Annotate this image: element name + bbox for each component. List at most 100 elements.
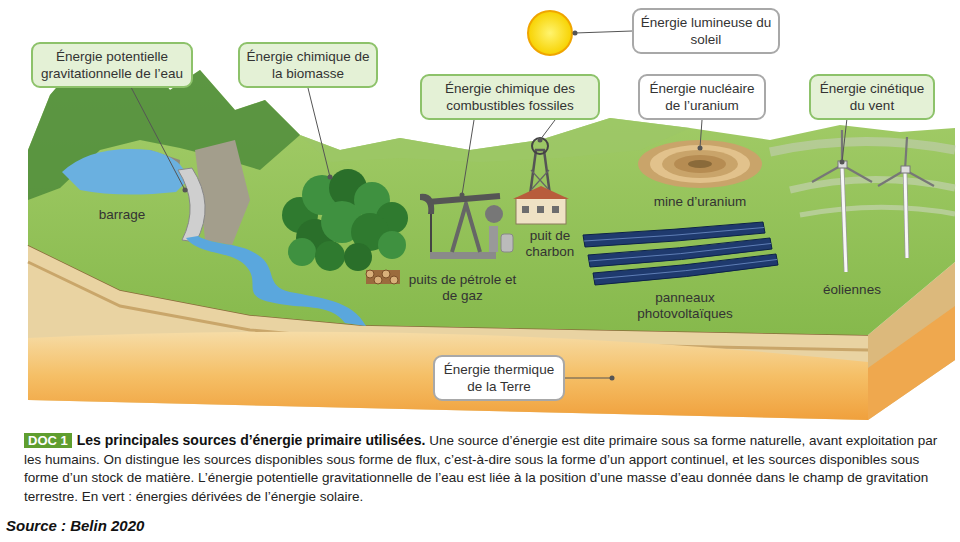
- caption-block: DOC 1 Les principales sources d’énergie p…: [24, 431, 942, 506]
- callout-box: Énergie cinétique du vent: [809, 74, 935, 120]
- part-label: mine d’uranium: [640, 194, 760, 210]
- log-pile: [366, 270, 400, 284]
- wind-turbine: [812, 130, 934, 272]
- leader-dot: [183, 188, 188, 193]
- callout-box: Énergie lumineuse du soleil: [632, 8, 780, 54]
- dam: [178, 168, 205, 242]
- sun: [528, 11, 572, 55]
- leader-dot: [328, 175, 333, 180]
- callout-box: Énergie nucléaire de l’uranium: [638, 74, 766, 120]
- uranium-mine: [650, 145, 750, 183]
- title: Les principales sources d’énergie primai…: [77, 432, 426, 448]
- wind-turbine: [812, 130, 872, 182]
- ground-surface: [28, 48, 955, 335]
- oil-pump: [430, 252, 496, 259]
- part-label: puit de charbon: [515, 228, 585, 260]
- wind-streaks: [800, 207, 955, 215]
- forest: [344, 243, 372, 271]
- forest: [378, 231, 406, 259]
- callout-box: Énergie chimique de la biomasse: [238, 42, 378, 88]
- leader-line: [575, 31, 632, 33]
- leader-line: [842, 120, 847, 162]
- leader-dot: [538, 138, 543, 143]
- leader-lines: [131, 31, 846, 381]
- block-front-face: [28, 332, 868, 420]
- leader-line: [565, 378, 612, 379]
- ground-surface: [28, 48, 955, 335]
- source-note: Source : Belin 2020: [6, 517, 144, 535]
- callout-text: Énergie thermique de la Terre: [441, 361, 557, 395]
- leader-dot: [698, 146, 703, 151]
- dam: [178, 168, 205, 242]
- leader-dot: [840, 160, 845, 165]
- oil-pump: [501, 234, 513, 252]
- part-label: barrage: [88, 207, 156, 223]
- part-label: puits de pétrole et de gaz: [405, 272, 520, 304]
- sun: [528, 11, 572, 55]
- wind-turbine: [842, 165, 846, 272]
- oil-pump: [485, 205, 503, 223]
- oil-pump: [420, 194, 513, 259]
- part-label: panneaux photovoltaïques: [625, 290, 745, 322]
- callout-box: Énergie thermique de la Terre: [433, 355, 565, 401]
- uranium-mine: [688, 160, 712, 168]
- coal-headframe: [522, 206, 529, 213]
- forest: [288, 238, 316, 266]
- callout-text: Énergie chimique des combustibles fossil…: [428, 80, 592, 114]
- coal-headframe: [532, 138, 548, 154]
- leader-dot: [610, 376, 615, 381]
- wind-turbine: [842, 165, 846, 272]
- uranium-mine: [674, 155, 726, 173]
- log-pile: [390, 276, 398, 284]
- leader-line: [308, 88, 330, 177]
- part-label: éoliennes: [812, 282, 892, 298]
- wind-turbine: [901, 166, 910, 173]
- log-pile: [382, 270, 390, 278]
- leader-line: [131, 88, 185, 190]
- forest: [282, 169, 408, 271]
- wind-turbine: [905, 170, 907, 258]
- leader-line: [700, 120, 702, 148]
- uranium-mine: [638, 140, 762, 188]
- callout-text: Énergie cinétique du vent: [817, 80, 927, 114]
- solar-panels: [583, 222, 778, 285]
- oil-pump: [452, 204, 480, 252]
- coal-headframe: [513, 138, 569, 224]
- leader-line: [540, 120, 555, 140]
- log-pile: [374, 276, 382, 284]
- river: [186, 236, 366, 326]
- lake: [62, 149, 188, 195]
- leader-dot: [573, 31, 578, 36]
- uranium-mine: [662, 150, 738, 178]
- callout-text: Énergie nucléaire de l’uranium: [646, 80, 758, 114]
- uranium-mine: [638, 140, 762, 188]
- coal-headframe: [552, 206, 559, 213]
- callout-box: Énergie chimique des combustibles fossil…: [420, 74, 600, 120]
- log-pile: [366, 270, 400, 284]
- forest: [315, 241, 345, 271]
- wind-turbine: [878, 137, 934, 186]
- coal-headframe: [516, 198, 566, 224]
- river: [186, 236, 366, 326]
- solar-panels: [584, 228, 777, 280]
- coal-headframe: [537, 206, 544, 213]
- wind-streaks: [770, 141, 955, 152]
- doc-tag: DOC 1: [24, 433, 72, 448]
- lake: [62, 149, 188, 195]
- coal-headframe: [513, 186, 569, 199]
- callout-text: Énergie potentielle gravitationnelle de …: [39, 48, 185, 82]
- leader-line: [462, 120, 474, 195]
- callout-text: Énergie chimique de la biomasse: [246, 48, 370, 82]
- oil-pump: [489, 226, 498, 252]
- leader-dot: [460, 193, 465, 198]
- oil-pump: [428, 196, 500, 202]
- ground-surface: [300, 118, 690, 162]
- callout-text: Énergie lumineuse du soleil: [640, 14, 772, 48]
- oil-pump: [420, 194, 434, 214]
- wind-turbine: [905, 170, 907, 258]
- oil-pump: [430, 214, 432, 252]
- log-pile: [366, 270, 374, 278]
- callout-box: Énergie potentielle gravitationnelle de …: [31, 42, 193, 88]
- wind-streaks: [770, 141, 955, 215]
